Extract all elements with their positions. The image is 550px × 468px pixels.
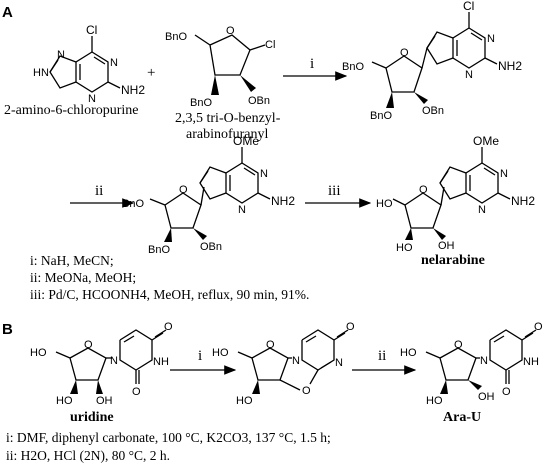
b-step-i-label: i [198, 348, 202, 364]
p2-ome: OMe [233, 134, 259, 148]
bno-5: BnO [165, 31, 187, 43]
ara-u-structure: O NH O N O HO HO OH [400, 321, 543, 407]
section-a-title: A [2, 4, 13, 21]
arau-oh-2: OH [478, 391, 495, 403]
anh-bridge-o: O [302, 385, 311, 397]
chloride: Cl [265, 39, 275, 51]
arau-ho-3: HO [426, 395, 443, 407]
condition-a-2: ii: MeONa, MeOH; [30, 270, 136, 285]
arau-o2: O [502, 386, 511, 398]
reagent-2-label-line1: 2,3,5 tri-O-benzyl- [175, 111, 281, 126]
condition-b-1: i: DMF, diphenyl carbonate, 100 °C, K2CO… [6, 430, 331, 445]
u-n1: N [110, 355, 118, 367]
start-label-uridine: uridine [70, 410, 114, 425]
plus-sign: + [147, 65, 155, 81]
intermediate-1: Cl N N NH2 O BnO BnO OBn [342, 0, 522, 122]
bno-3: BnO [190, 97, 212, 109]
intermediate-2: OMe N N NH2 O BnO BnO OBn [122, 134, 295, 256]
n1-atom: N [110, 57, 118, 69]
step-iii-label: iii [328, 183, 341, 199]
p3-amino: NH2 [511, 194, 535, 208]
step-i-label: i [310, 56, 314, 72]
purine-chloropurine: Cl N HN N N NH2 [33, 23, 145, 105]
amino-group: NH2 [121, 83, 145, 97]
anh-o4: O [346, 321, 355, 333]
reagent-2-label-line2: arabinofuranyl [186, 127, 269, 142]
u-ho-3: HO [56, 395, 73, 407]
arau-ho-5: HO [400, 347, 417, 359]
anh-ring-o: O [266, 339, 275, 351]
arau-n1: N [480, 355, 488, 367]
p2-bno-5: BnO [122, 198, 144, 210]
p3-ome: OMe [473, 134, 499, 148]
p1-bno-5: BnO [342, 61, 364, 73]
p3-ho-5: HO [376, 198, 393, 210]
p1-ring-o: O [400, 47, 409, 59]
p2-n1: N [260, 168, 268, 180]
p2-obn-2: OBn [200, 241, 222, 253]
b-step-ii-label: ii [378, 348, 386, 364]
u-o4: O [164, 321, 173, 333]
u-ring-o: O [84, 339, 93, 351]
u-o2: O [132, 386, 141, 398]
u-ho-5: HO [30, 347, 47, 359]
condition-a-1: i: NaH, MeCN; [30, 253, 114, 268]
p3-oh-2: OH [438, 240, 455, 252]
p2-amino: NH2 [271, 194, 295, 208]
p2-ring-o: O [179, 184, 188, 196]
product-label-nelarabine: nelarabine [421, 253, 485, 268]
arau-nh: NH [523, 356, 539, 368]
anh-n3: N [335, 357, 343, 369]
anh-ho-5: HO [212, 347, 229, 359]
condition-b-2: ii: H2O, HCl (2N), 80 °C, 2 h. [6, 448, 170, 463]
uridine-structure: O NH O N O HO HO OH [30, 321, 173, 407]
step-ii-label: ii [95, 183, 103, 199]
p1-obn-2: OBn [422, 105, 444, 117]
ring-oxygen: O [226, 25, 235, 37]
n7-atom: N [57, 49, 65, 61]
condition-a-3: iii: Pd/C, HCOONH4, MeOH, reflux, 90 min… [30, 287, 309, 302]
nelarabine-structure: OMe N N NH2 O HO HO OH [376, 134, 535, 254]
anh-ho-3: HO [236, 395, 253, 407]
p1-amino: NH2 [498, 59, 522, 73]
u-oh-2: OH [96, 395, 113, 407]
p3-ho-3: HO [396, 242, 413, 254]
n3-atom: N [88, 93, 96, 105]
p2-bno-3: BnO [148, 244, 170, 256]
p1-n3: N [465, 69, 473, 81]
arau-ring-o: O [454, 339, 463, 351]
p3-ring-o: O [419, 184, 428, 196]
p1-bno-3: BnO [370, 110, 392, 122]
anhydro-intermediate: O N N O O HO HO [212, 321, 355, 407]
p2-n3: N [238, 204, 246, 216]
p3-n1: N [500, 168, 508, 180]
anh-n1: N [292, 355, 300, 367]
p1-chloro: Cl [463, 0, 474, 13]
obn-2: OBn [248, 95, 270, 107]
chloro-atom: Cl [86, 23, 97, 37]
n9h-atom: HN [33, 67, 49, 79]
reagent-1-label: 2-amino-6-chloropurine [4, 103, 139, 118]
product-label-ara-u: Ara-U [443, 410, 481, 425]
sugar-tribenzyl-chloride: O BnO Cl BnO OBn [165, 25, 275, 109]
arau-o4: O [534, 321, 543, 333]
p1-n1: N [487, 33, 495, 45]
section-b-title: B [2, 321, 13, 338]
p3-n3: N [478, 204, 486, 216]
u-nh: NH [153, 356, 169, 368]
